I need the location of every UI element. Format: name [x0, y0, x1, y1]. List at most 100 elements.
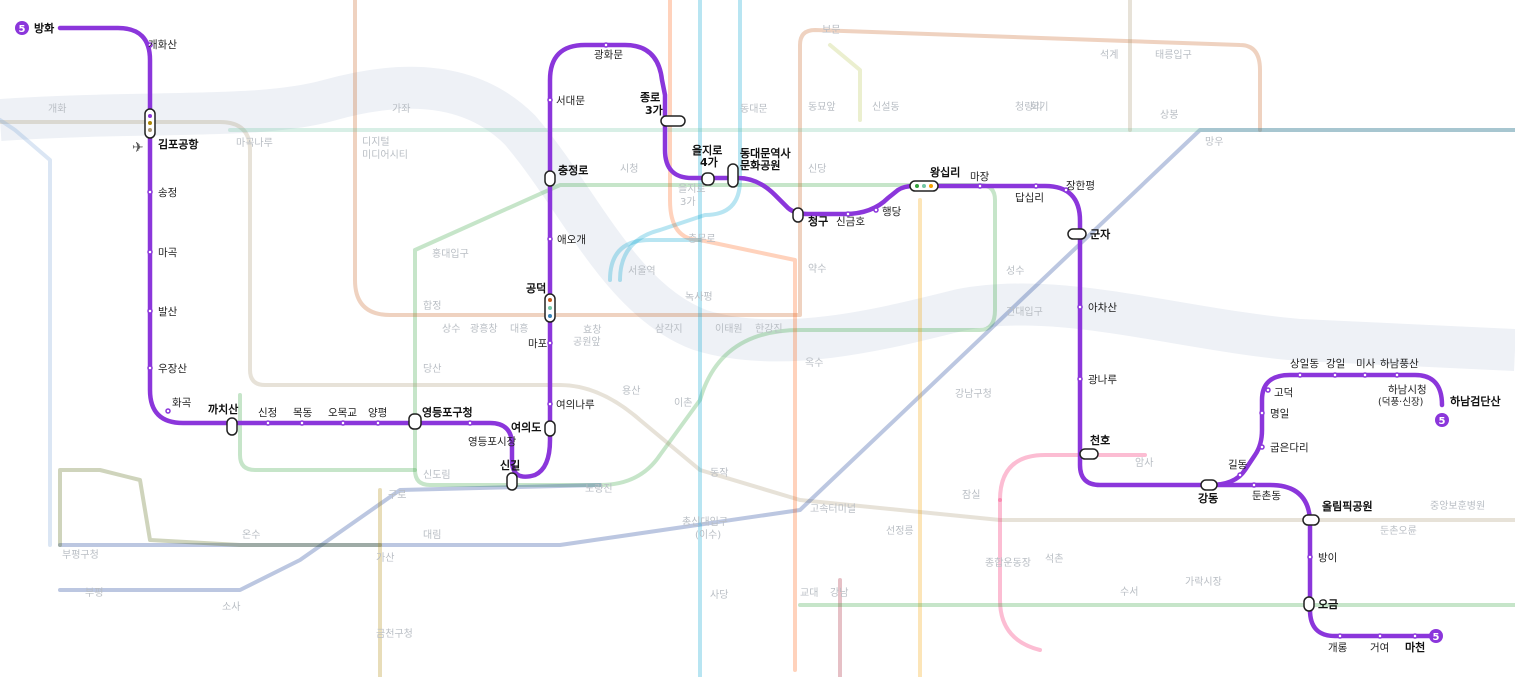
station-balsan[interactable]: 발산 [158, 306, 178, 318]
station-hanam-geomdansan[interactable]: 하남검단산 [1450, 394, 1501, 408]
bg-line-2b [238, 393, 417, 472]
svg-text:구로: 구로 [388, 490, 406, 501]
bg-line-1b [58, 483, 602, 592]
svg-text:가산: 가산 [376, 552, 394, 564]
station-magok[interactable]: 마곡 [158, 247, 178, 259]
svg-text:신도림: 신도림 [423, 469, 451, 481]
station-godeok[interactable]: 고덕 [1274, 387, 1293, 399]
station-gangdong[interactable]: 강동 [1198, 491, 1218, 505]
svg-text:약수: 약수 [808, 263, 826, 275]
station-wangsimni[interactable]: 왕십리 [930, 165, 960, 179]
bg-line-9 [0, 120, 1515, 522]
station-ujangsan[interactable]: 우장산 [158, 363, 187, 375]
station-euljiro4ga-line2: 4가 [700, 155, 718, 169]
han-river [0, 66, 1515, 371]
station-gaerong[interactable]: 개롱 [1328, 642, 1348, 654]
svg-text:사당: 사당 [710, 589, 728, 601]
station-macheon[interactable]: 마천 [1405, 640, 1425, 654]
svg-text:5: 5 [1433, 632, 1440, 643]
svg-text:삼각지: 삼각지 [655, 323, 683, 335]
bg-line-4b [618, 0, 742, 282]
svg-text:총신대입구: 총신대입구 [682, 515, 728, 528]
svg-text:청량리: 청량리 [1015, 101, 1043, 113]
svg-text:디지털: 디지털 [362, 136, 390, 148]
bg-line-ring [0, 118, 52, 547]
svg-text:광흥창: 광흥창 [470, 322, 498, 335]
station-mapo[interactable]: 마포 [528, 338, 548, 350]
station-dunchon-dong[interactable]: 둔촌동 [1252, 490, 1281, 502]
station-bangwha[interactable]: 방화 [34, 21, 54, 35]
transfer-dots [148, 114, 933, 318]
station-bangi[interactable]: 방이 [1318, 552, 1337, 564]
svg-text:(이수): (이수) [695, 529, 721, 541]
bg-line-6 [353, 0, 1262, 317]
station-hanam-sicheong[interactable]: 하남시청 [1388, 383, 1427, 396]
svg-text:이촌: 이촌 [674, 397, 692, 409]
svg-text:고속터미널: 고속터미널 [810, 503, 856, 515]
station-singil[interactable]: 신길 [500, 458, 520, 472]
station-dapsimni[interactable]: 답십리 [1015, 192, 1044, 204]
station-yeongdeungpo-market[interactable]: 영등포시장 [468, 436, 517, 448]
station-majang[interactable]: 마장 [970, 171, 990, 183]
svg-text:노량진: 노량진 [585, 483, 613, 495]
line-5-station-labels[interactable]: 방화 개화산 김포공항 송정 마곡 발산 우장산 화곡 까치산 신정 목동 오목… [34, 21, 1501, 654]
station-gaehwasan[interactable]: 개화산 [148, 39, 177, 51]
station-achasan[interactable]: 아차산 [1088, 302, 1117, 314]
station-chungjeongno[interactable]: 충정로 [558, 163, 588, 177]
station-ddp[interactable]: 동대문역사 [740, 146, 791, 160]
svg-text:옥수: 옥수 [805, 357, 823, 369]
svg-text:금천구청: 금천구청 [376, 628, 413, 640]
svg-text:충무로: 충무로 [688, 233, 716, 245]
station-songjeong[interactable]: 송정 [158, 187, 177, 199]
station-jongno3ga[interactable]: 종로 [640, 91, 660, 104]
svg-text:상봉: 상봉 [1160, 109, 1178, 121]
station-mokdong[interactable]: 목동 [293, 407, 313, 419]
station-yeongdeungpo-gucheong[interactable]: 영등포구청 [422, 405, 473, 419]
station-haengdang[interactable]: 행당 [882, 206, 902, 218]
station-janghanpyeong[interactable]: 장한평 [1066, 180, 1095, 192]
station-hanam-sicheong-subtitle: (덕풍·신장) [1378, 397, 1423, 408]
station-hwagok[interactable]: 화곡 [172, 397, 192, 409]
station-yangpyeong[interactable]: 양평 [368, 407, 387, 419]
station-euljiro4ga[interactable]: 을지로 [692, 143, 722, 157]
station-olympic-park[interactable]: 올림픽공원 [1322, 499, 1373, 513]
station-cheonho[interactable]: 천호 [1090, 433, 1110, 447]
station-gwangnaru[interactable]: 광나루 [1088, 374, 1117, 386]
station-misa[interactable]: 미사 [1356, 358, 1376, 370]
svg-text:신당: 신당 [808, 163, 826, 175]
station-cheonggu[interactable]: 청구 [808, 214, 828, 228]
svg-text:암사: 암사 [1135, 457, 1153, 469]
station-yeouido[interactable]: 여의도 [511, 420, 541, 434]
svg-text:소사: 소사 [222, 601, 240, 613]
station-gwanghwamun[interactable]: 광화문 [594, 49, 623, 61]
station-aeogae[interactable]: 애오개 [557, 234, 586, 246]
svg-text:공원앞: 공원앞 [573, 336, 601, 348]
station-gimpo-airport[interactable]: 김포공항 [158, 137, 198, 151]
svg-text:동작: 동작 [710, 467, 728, 479]
line-5-main-route[interactable] [57, 25, 1445, 488]
station-seodaemun[interactable]: 서대문 [556, 95, 585, 107]
svg-text:동묘앞: 동묘앞 [808, 101, 836, 113]
station-sinjeong[interactable]: 신정 [258, 407, 277, 419]
station-myeongil[interactable]: 명일 [1270, 407, 1289, 420]
station-geoyeo[interactable]: 거여 [1370, 642, 1389, 654]
background-labels: 가좌 디지털 미디어시티 홍대입구 합정 당산 신도림 구로 대림 노량진 용산… [48, 24, 1485, 640]
svg-text:3가: 3가 [680, 196, 696, 208]
station-gunja[interactable]: 군자 [1090, 227, 1111, 241]
svg-text:둔촌오륜: 둔촌오륜 [1380, 525, 1417, 537]
station-hanam-pungsan[interactable]: 하남풍산 [1380, 357, 1419, 370]
station-omokgyo[interactable]: 오목교 [328, 407, 357, 419]
station-yeouinaru[interactable]: 여의나루 [556, 399, 595, 411]
station-gubeundari[interactable]: 굽은다리 [1270, 442, 1309, 454]
station-sangil-dong[interactable]: 상일동 [1290, 357, 1319, 370]
station-gongdeok[interactable]: 공덕 [526, 281, 546, 295]
station-gangil[interactable]: 강일 [1326, 357, 1345, 370]
station-ogeum[interactable]: 오금 [1318, 598, 1338, 611]
svg-text:회기: 회기 [1030, 101, 1048, 113]
station-gildong[interactable]: 길동 [1228, 458, 1248, 471]
station-kkachisan[interactable]: 까치산 [208, 402, 238, 416]
bg-line-2 [413, 183, 997, 487]
station-singeumho[interactable]: 신금호 [836, 216, 865, 228]
